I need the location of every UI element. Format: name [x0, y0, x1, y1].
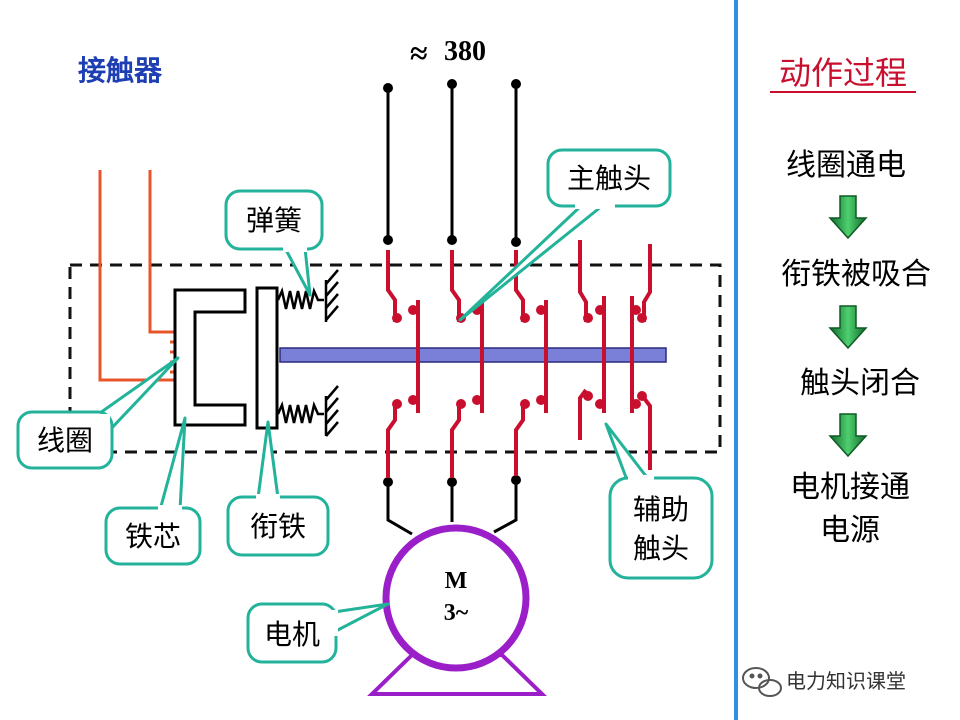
- motor-label-phase: 3~: [444, 600, 469, 626]
- page-title: 接触器: [78, 54, 163, 87]
- process-step-2: 衔铁被吸合: [781, 257, 931, 292]
- iron-core: [173, 288, 247, 427]
- callout-spring: 弹簧: [224, 189, 324, 297]
- push-rod: [279, 347, 667, 363]
- contactor-frame: [68, 263, 722, 454]
- down-arrow-icon: [828, 195, 868, 240]
- aux-contact-label-line1: 辅助: [633, 493, 689, 526]
- motor-leads: [386, 480, 518, 536]
- main-contact-label: 主触头: [567, 162, 651, 195]
- motor-circle: [382, 524, 530, 672]
- voltage-symbol: ≈: [410, 35, 428, 71]
- callout-core: 铁芯: [104, 416, 202, 566]
- process-step-4-line2: 电源: [820, 513, 880, 548]
- process-step-4: 电机接通: [790, 470, 910, 505]
- aux-contact-tips: [583, 305, 647, 409]
- down-arrow-icon: [828, 305, 868, 350]
- down-arrow-icon: [828, 413, 868, 458]
- armature-label: 衔铁: [250, 510, 306, 543]
- wechat-icon: [742, 667, 782, 697]
- main-contacts: [386, 250, 548, 478]
- callout-coil: 线圈: [16, 356, 180, 470]
- coil-label: 线圈: [37, 424, 93, 457]
- terminal-dots: [383, 79, 521, 487]
- watermark-text: 电力知识课堂: [786, 669, 906, 693]
- motor-label-m: M: [445, 568, 468, 594]
- auxiliary-contacts: [578, 240, 652, 470]
- aux-contact-label-line2: 触头: [633, 532, 689, 565]
- motor-label: 电机: [264, 618, 320, 651]
- process-step-1: 线圈通电: [786, 148, 906, 183]
- core-label: 铁芯: [125, 520, 181, 553]
- upper-spring: [276, 269, 339, 322]
- callout-main-contact: 主触头: [458, 148, 672, 322]
- callout-motor: 电机: [246, 602, 390, 664]
- callout-armature: 衔铁: [226, 420, 330, 557]
- lower-spring: [276, 385, 339, 437]
- supply-lines: [386, 84, 518, 242]
- armature: [255, 286, 279, 430]
- callout-aux-contact: 辅助 触头: [604, 422, 714, 580]
- voltage-value: 380: [444, 36, 486, 67]
- process-step-3: 触头闭合: [800, 366, 920, 401]
- process-heading: 动作过程: [779, 54, 907, 92]
- spring-label: 弹簧: [246, 204, 302, 237]
